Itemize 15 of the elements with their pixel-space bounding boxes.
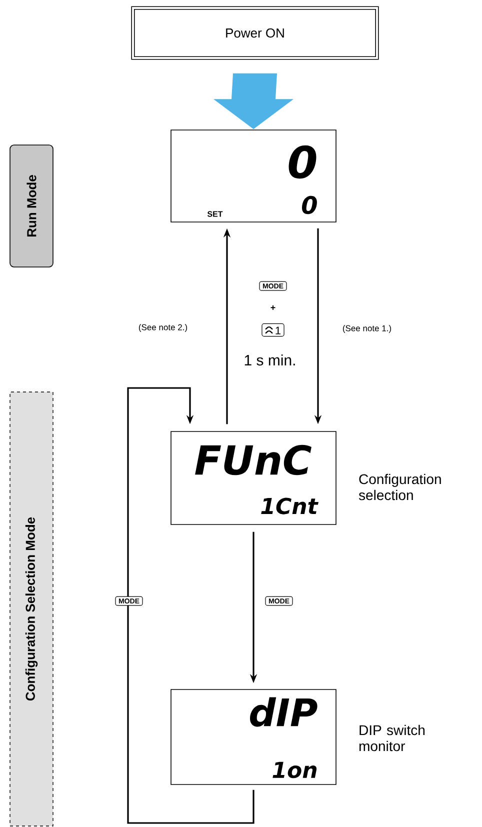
display-caption: DIP switch monitor [359,724,425,752]
plus-sign: + [270,305,276,310]
start-box: Power ON [131,6,379,60]
mode-tab: Run Mode [10,144,54,268]
mode-band: Configuration Selection Mode [10,392,54,826]
lcd-display: FUnC 1Cnt [170,431,336,525]
edge-label: (See note 1.) [341,324,393,334]
lcd-display: 0 SET 0 [170,130,336,222]
display-caption: Configuration selection [358,474,441,500]
block-arrow [214,73,294,130]
edge-label: (See note 2.) [137,323,189,333]
hold-time: 1 s min. [244,354,295,366]
lcd-display: dIP 1on [170,689,336,785]
loop-arrow [127,387,254,824]
up-key: 1 [262,323,284,337]
